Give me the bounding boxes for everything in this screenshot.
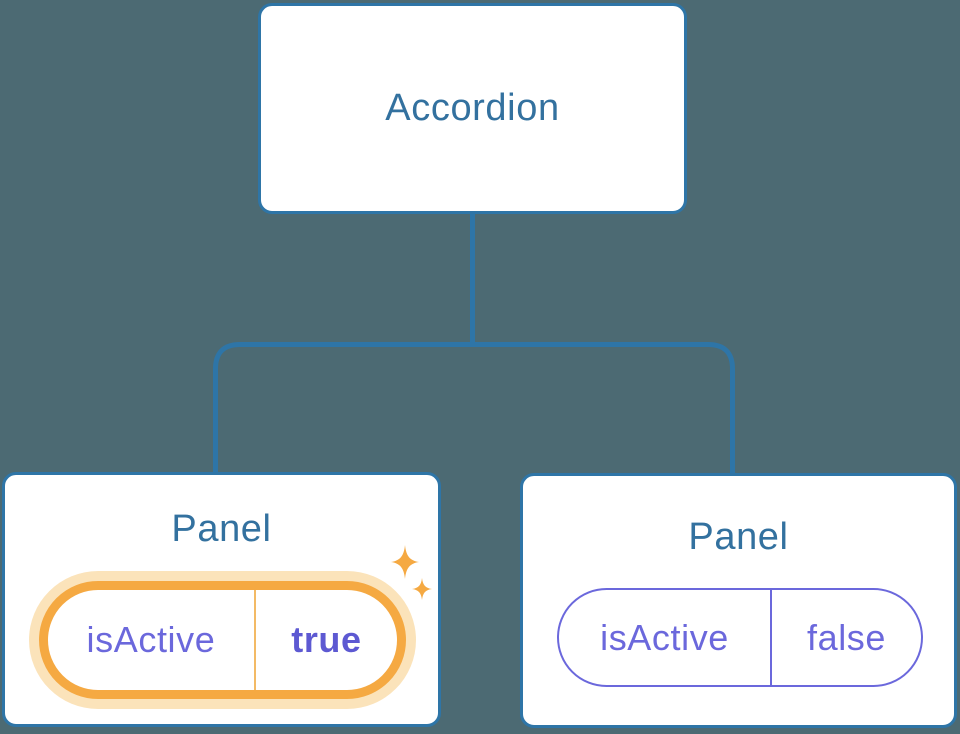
- prop-value-true: true: [291, 619, 362, 660]
- panel-label: Panel: [171, 508, 272, 550]
- panel-label: Panel: [688, 516, 789, 558]
- panel-node-inactive: Panel isActive false: [520, 473, 957, 728]
- prop-pill-inactive: isActive false: [557, 588, 923, 687]
- prop-value-false: false: [806, 616, 887, 658]
- prop-pill-active: isActive true: [39, 581, 406, 699]
- prop-name: isActive: [559, 590, 773, 685]
- accordion-node: Accordion: [258, 3, 687, 214]
- accordion-label: Accordion: [385, 87, 560, 129]
- panel-node-active: Panel isActive true: [2, 472, 441, 727]
- prop-name: isActive: [48, 590, 256, 690]
- sparkles-icon: [391, 545, 432, 600]
